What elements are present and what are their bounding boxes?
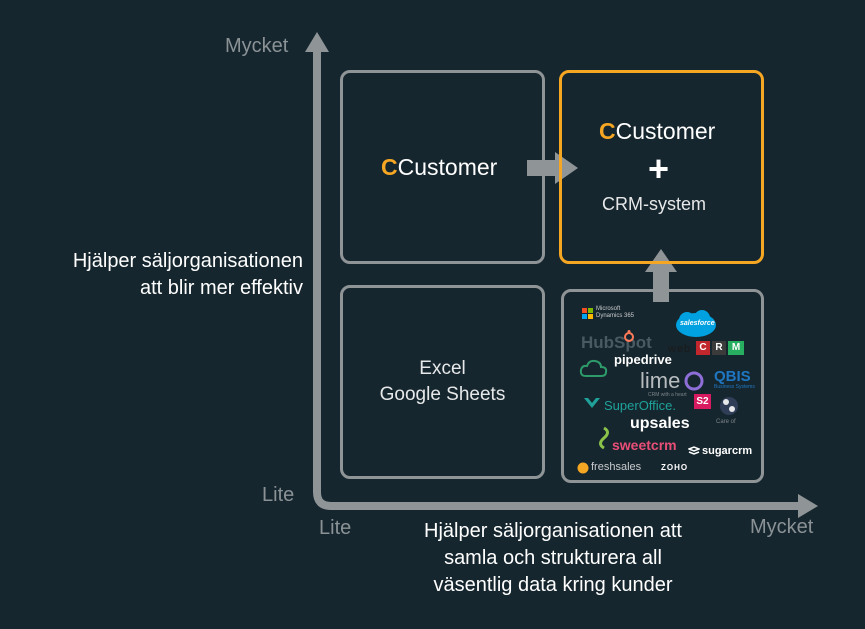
freshsales-icon [577, 462, 589, 474]
brand-c-letter: C [599, 118, 616, 144]
careof-icon [720, 397, 738, 415]
crm-system-label: CRM-system [602, 194, 706, 214]
sugarcrm-logo: sugarcrm [702, 445, 753, 457]
x-axis-high-label: Mycket [750, 516, 814, 538]
y-axis-title-line: Hjälper säljorganisationen [72, 250, 303, 272]
spreadsheet-tools: Excel Google Sheets [340, 356, 545, 408]
up-arrow-shaft [653, 270, 669, 302]
microsoft-icon [582, 308, 593, 319]
hubspot-sprocket-icon [624, 330, 634, 342]
quadrant-top-left [340, 70, 545, 264]
lime-tagline: CRM with a heart [648, 392, 687, 398]
y-axis-arrow [305, 32, 329, 52]
salesforce-cloud-icon [676, 310, 716, 337]
qbis-tagline: Business Systems [714, 384, 755, 390]
brand-c-letter: C [381, 154, 398, 180]
freshsales-logo: freshsales [591, 461, 642, 473]
careof-logo: Care of [716, 419, 736, 425]
webcrm-letter-m: M [728, 341, 744, 355]
x-axis-title-line: Hjälper säljorganisationen att [424, 520, 682, 542]
webcrm-letter-r: R [712, 341, 726, 355]
x-axis-arrow [798, 494, 818, 518]
ccustomer-crm-label: CCustomer [599, 118, 715, 145]
y-axis-line [313, 44, 800, 510]
y-axis-title: Hjälper säljorganisationen att blir mer … [3, 248, 303, 302]
pipedrive-logo: pipedrive [614, 352, 672, 367]
x-axis-low-label: Lite [319, 517, 352, 539]
y-axis-title-line: att blir mer effektiv [139, 277, 303, 299]
x-axis-title-line: samla och strukturera all [444, 547, 662, 569]
cloud-icon [579, 359, 608, 377]
webcrm-prefix: web [668, 343, 692, 355]
microsoft-dynamics-logo: Microsoft Dynamics 365 [596, 306, 635, 319]
quadrant-bottom-left [340, 285, 545, 479]
qbis-logo: QBIS [714, 368, 751, 385]
superoffice-logo: SuperOffice. [604, 398, 677, 413]
plus-sign: + [648, 148, 670, 189]
brand-rest: Customer [397, 154, 498, 180]
salesforce-logo: salesforce [680, 320, 715, 327]
quadrant-bottom-right [561, 289, 764, 483]
lime-logo: lime [640, 368, 681, 393]
superoffice-icon [584, 398, 600, 408]
brand-rest: Customer [615, 118, 716, 144]
x-axis-title: Hjälper säljorganisationen att samla och… [380, 518, 726, 599]
x-axis-title-line: väsentlig data kring kunder [433, 574, 673, 596]
zoho-logo: ZOHO [661, 463, 689, 472]
ccustomer-label: CCustomer [381, 154, 497, 181]
sugarcrm-icon [688, 446, 700, 455]
upsales-logo: upsales [630, 415, 690, 432]
s2-logo: S2 [694, 394, 711, 409]
tool-excel: Excel [419, 358, 466, 379]
y-axis-high-label: Mycket [225, 35, 289, 57]
sweetcrm-logo: sweetcrm [612, 437, 677, 453]
up-arrow-head [645, 249, 677, 272]
y-axis-low-label: Lite [262, 484, 295, 506]
quadrant-top-right [559, 70, 764, 264]
tool-google-sheets: Google Sheets [379, 384, 506, 405]
webcrm-letter-c: C [696, 341, 710, 355]
sweetcrm-icon [599, 426, 609, 450]
lime-heart-icon [684, 371, 704, 391]
hubspot-logo: HubSpot [581, 333, 652, 352]
